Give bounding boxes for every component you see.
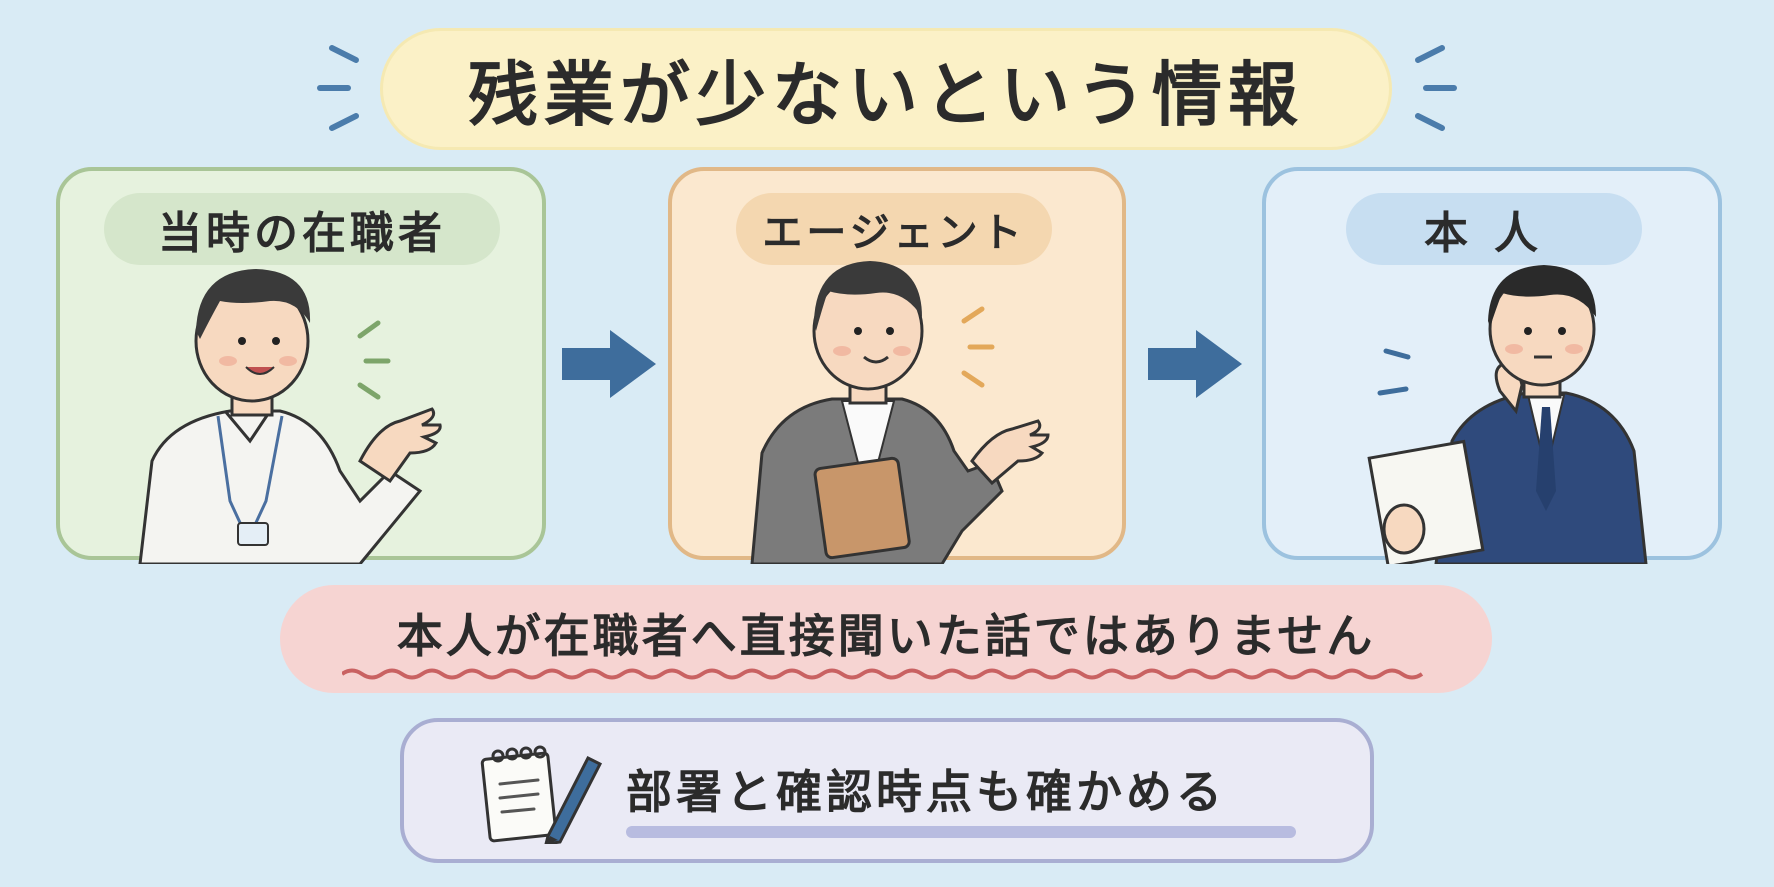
speech-lines-icon bbox=[357, 320, 391, 400]
arrow-right-icon bbox=[1148, 330, 1242, 398]
thought-lines-icon bbox=[1377, 348, 1411, 396]
pen-icon bbox=[544, 755, 603, 844]
arrow-right-icon bbox=[562, 330, 656, 398]
panel-label-agent: エージェント bbox=[736, 193, 1052, 265]
warning-note: 本人が在職者へ直接聞いた話ではありません bbox=[280, 585, 1492, 693]
wavy-underline-icon bbox=[342, 668, 1424, 680]
panel-label-self: 本人 bbox=[1346, 193, 1642, 265]
self-illustration bbox=[1367, 265, 1648, 564]
former-employee-illustration bbox=[138, 269, 442, 564]
warning-note-text: 本人が在職者へ直接聞いた話ではありません bbox=[396, 609, 1376, 663]
tip-text: 部署と確認時点も確かめる bbox=[626, 765, 1226, 819]
title-text: 残業が少ないという情報 bbox=[468, 53, 1304, 136]
speech-lines-icon bbox=[961, 306, 995, 388]
tip-box: 部署と確認時点も確かめる bbox=[400, 718, 1374, 863]
panel-agent: エージェント bbox=[668, 167, 1126, 564]
notepad-icon bbox=[480, 745, 603, 844]
tip-underline bbox=[626, 826, 1296, 838]
title-sparkle-left-icon bbox=[317, 45, 359, 131]
panel-former-employee: 当時の在職者 bbox=[56, 167, 546, 564]
title-sparkle-right-icon bbox=[1415, 45, 1457, 131]
panel-label-former-employee: 当時の在職者 bbox=[104, 193, 500, 265]
panel-self: 本人 bbox=[1262, 167, 1722, 564]
agent-illustration bbox=[750, 261, 1050, 564]
title-banner: 残業が少ないという情報 bbox=[380, 28, 1392, 150]
